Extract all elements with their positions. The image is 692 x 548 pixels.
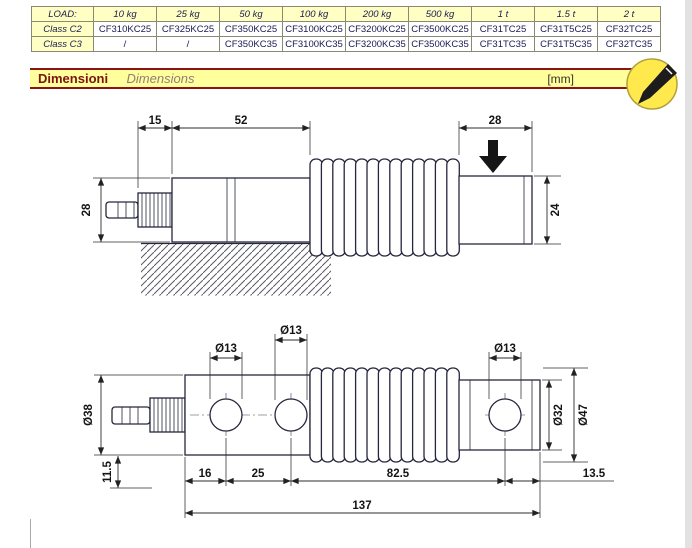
model-cell: CF350KC25 <box>219 21 283 37</box>
mounting-hole-3 <box>488 398 522 432</box>
load-capacity-table: LOAD: 10 kg 25 kg 50 kg 100 kg 200 kg 50… <box>31 6 661 52</box>
side-view-dimensions: 15 52 28 28 24 <box>81 115 562 245</box>
body-top <box>184 374 311 456</box>
top-view-drawing: Ø13 Ø13 Ø13 Ø38 11.5 Ø32 <box>83 325 614 518</box>
threaded-section-side <box>137 192 173 228</box>
section-title-english: Dimensions <box>126 71 195 86</box>
load-value: 1 t <box>471 6 535 22</box>
dim-body-length: 52 <box>235 115 248 127</box>
dia-hole1: Ø13 <box>215 343 237 355</box>
end-cap-top <box>458 379 541 451</box>
model-cell: CF3200KC25 <box>345 21 409 37</box>
model-cell: CF31TC35 <box>471 36 535 52</box>
model-cell: CF31T5C35 <box>534 36 598 52</box>
load-value: 100 kg <box>282 6 346 22</box>
dia-end-outer: Ø47 <box>578 404 590 426</box>
class-c2-row: Class C2 CF310KC25 CF325KC25 CF350KC25 C… <box>31 21 661 37</box>
dia-hole3: Ø13 <box>494 343 516 355</box>
mounting-hole-2 <box>274 398 308 432</box>
model-cell: CF3500KC35 <box>408 36 472 52</box>
section-header: Dimensioni Dimensions [mm] <box>30 68 660 89</box>
model-cell: CF325KC25 <box>156 21 220 37</box>
load-value: 10 kg <box>93 6 157 22</box>
model-cell: / <box>93 36 157 52</box>
class-c2-label: Class C2 <box>31 21 94 37</box>
bellows-top <box>309 367 460 463</box>
model-cell: CF32TC35 <box>597 36 661 52</box>
dim-thread-length: 15 <box>149 115 162 127</box>
model-cell: CF310KC25 <box>93 21 157 37</box>
engraving-tool-icon <box>638 64 677 104</box>
class-c3-row: Class C3 / / CF350KC35 CF3100KC35 CF3200… <box>31 36 661 52</box>
dim-hole3-to-edge: 13.5 <box>583 468 606 480</box>
dia-hole2: Ø13 <box>280 325 302 337</box>
section-title-italian: Dimensioni <box>38 71 109 86</box>
load-direction-arrow <box>479 140 507 173</box>
cable-stub-top <box>111 406 151 425</box>
units-label: [mm] <box>547 72 574 86</box>
load-value: 25 kg <box>156 6 220 22</box>
load-row: LOAD: 10 kg 25 kg 50 kg 100 kg 200 kg 50… <box>31 6 661 22</box>
page-edge-shadow <box>685 0 692 548</box>
load-value: 50 kg <box>219 6 283 22</box>
side-view-drawing: 15 52 28 28 24 <box>81 115 562 296</box>
dim-body-height: 28 <box>81 203 93 216</box>
model-cell: CF3100KC25 <box>282 21 346 37</box>
load-value: 1.5 t <box>534 6 598 22</box>
top-view-dimensions: Ø13 Ø13 Ø13 Ø38 11.5 Ø32 <box>83 325 614 518</box>
dim-hole2-to-hole3: 82.5 <box>387 468 410 480</box>
mounting-hole-1 <box>209 398 243 432</box>
load-value: 2 t <box>597 6 661 22</box>
model-cell: CF32TC25 <box>597 21 661 37</box>
dim-hole1-to-hole2: 25 <box>252 468 265 480</box>
end-cap-side <box>458 175 533 245</box>
tool-highlight <box>665 67 673 75</box>
model-cell: CF31TC25 <box>471 21 535 37</box>
model-cell: CF3100KC35 <box>282 36 346 52</box>
dim-total-length: 137 <box>352 500 371 512</box>
load-value: 200 kg <box>345 6 409 22</box>
threaded-section-top <box>149 397 186 433</box>
bellows-side <box>309 158 460 257</box>
model-cell: / <box>156 36 220 52</box>
dia-end-inner: Ø32 <box>553 404 565 426</box>
support-hatching <box>141 242 331 296</box>
dim-end-height: 24 <box>550 203 562 216</box>
load-value: 500 kg <box>408 6 472 22</box>
body-side <box>171 177 311 243</box>
model-cell: CF350KC35 <box>219 36 283 52</box>
dim-edge-to-hole1: 16 <box>199 468 212 480</box>
dim-end-width: 28 <box>489 115 502 127</box>
dim-cable-offset: 11.5 <box>102 461 114 483</box>
dia-body: Ø38 <box>83 404 95 426</box>
page-border-mark <box>30 519 31 548</box>
model-cell: CF31T5C25 <box>534 21 598 37</box>
load-row-label: LOAD: <box>31 6 94 22</box>
hallmark-stamp-icon <box>626 58 678 110</box>
model-cell: CF3200KC35 <box>345 36 409 52</box>
class-c3-label: Class C3 <box>31 36 94 52</box>
model-cell: CF3500KC25 <box>408 21 472 37</box>
cable-stub-side <box>105 201 139 219</box>
